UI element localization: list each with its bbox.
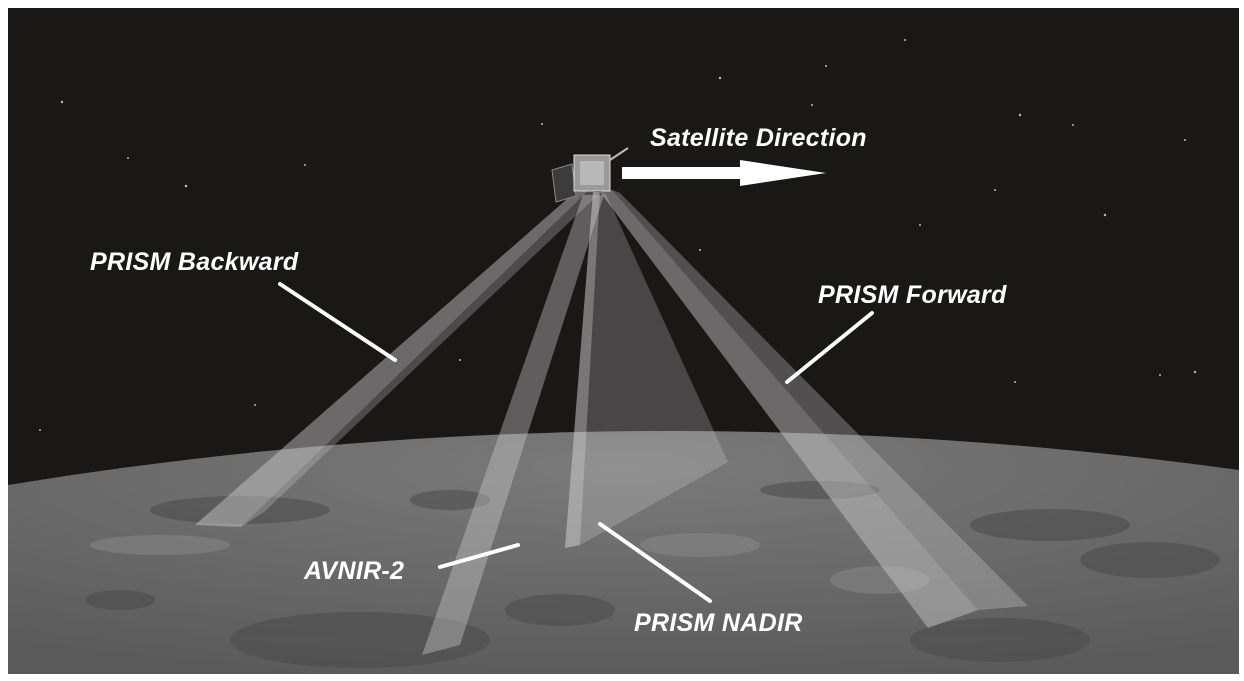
prism-backward-leader-line [278, 282, 397, 362]
earth-terrain [85, 481, 1220, 668]
earth-surface [8, 430, 1239, 674]
prism-nadir-label: PRISM NADIR [634, 609, 803, 637]
prism-backward-label: PRISM Backward [90, 248, 299, 276]
prism-forward-leader-line [785, 311, 874, 384]
satellite-icon [551, 147, 629, 203]
avnir2-label: AVNIR-2 [304, 557, 405, 585]
avnir2-leader-line [438, 543, 520, 569]
avnir2-beam [422, 195, 604, 655]
prism-nadir-beam [565, 192, 728, 548]
stars [39, 39, 1197, 431]
prism-forward-label: PRISM Forward [818, 281, 1007, 309]
prism-nadir-leader-line [598, 522, 712, 603]
satellite-direction-label: Satellite Direction [650, 124, 867, 152]
satellite-direction-arrow [622, 160, 826, 186]
prism-forward-beam [600, 190, 1028, 628]
